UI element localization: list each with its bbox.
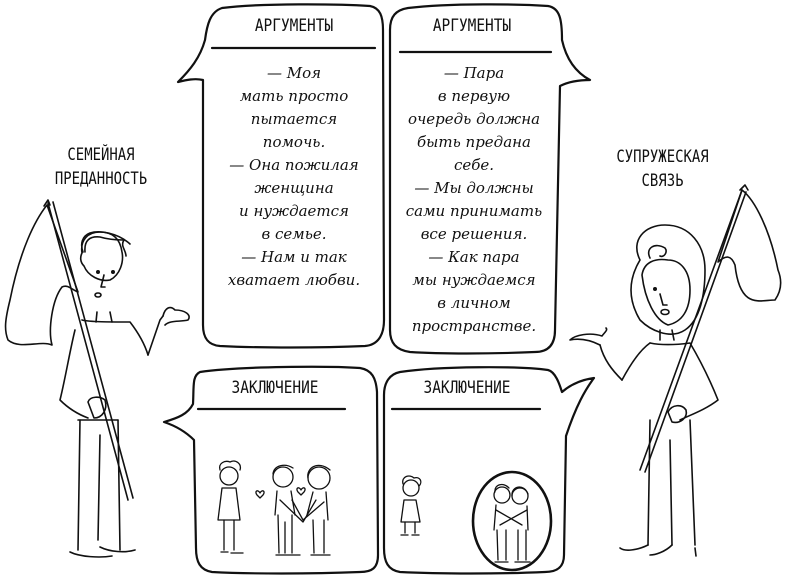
argument-line: мы нуждаемся — [412, 271, 536, 289]
label-line: Семейная — [67, 145, 135, 165]
argument-line: пространстве. — [411, 317, 537, 335]
speech-bubble-arguments-right — [388, 3, 592, 355]
older-woman-and-couple-holding-hands — [217, 460, 331, 556]
argument-line: мать просто — [239, 87, 349, 105]
argument-line: и нуждается — [239, 202, 349, 220]
argument-line: пытается — [250, 110, 338, 128]
argument-line: — Пара — [443, 64, 505, 82]
argument-line: — Моя — [266, 64, 322, 82]
marital-bond-label: Супружеская связь — [603, 145, 722, 193]
argument-line: сами принимать — [405, 202, 543, 220]
argument-line: помочь. — [262, 133, 326, 151]
label-line: преданность — [54, 169, 148, 189]
arguments-title-right: Аргументы — [432, 16, 512, 36]
argument-line: — Нам и так — [241, 248, 347, 266]
argument-line: — Как пара — [428, 248, 520, 266]
woman-holding-flag-icon — [569, 184, 782, 557]
speech-bubble-arguments-left — [176, 3, 386, 349]
arguments-list-right: — Пара в первую очередь должна быть пред… — [392, 62, 556, 338]
argument-line: женщина — [254, 179, 334, 197]
argument-line: — Она пожилая — [229, 156, 359, 174]
argument-line: в первую — [437, 87, 511, 105]
label-line: связь — [641, 171, 684, 191]
argument-line: себе. — [453, 156, 495, 174]
argument-line: хватает любви. — [227, 271, 361, 289]
argument-line: быть предана — [417, 133, 531, 151]
arguments-title-left: Аргументы — [254, 16, 334, 36]
older-woman-and-couple-hugging-in-circle — [400, 470, 553, 572]
argument-line: в семье. — [261, 225, 327, 243]
argument-line: все решения. — [420, 225, 528, 243]
argument-line: — Мы должны — [414, 179, 534, 197]
conclusion-title-left: Заключение — [231, 378, 319, 398]
argument-line: очередь должна — [407, 110, 541, 128]
family-loyalty-label: Семейная преданность — [48, 143, 155, 191]
label-line: Супружеская — [616, 147, 709, 167]
arguments-list-left: — Моя мать просто пытается помочь. — Она… — [206, 62, 382, 292]
speech-bubble-conclusion-right — [382, 366, 596, 575]
speech-bubble-conclusion-left — [162, 365, 380, 575]
conclusion-title-right: Заключение — [423, 378, 511, 398]
man-holding-flag-icon — [4, 199, 190, 558]
argument-line: в личном — [437, 294, 511, 312]
